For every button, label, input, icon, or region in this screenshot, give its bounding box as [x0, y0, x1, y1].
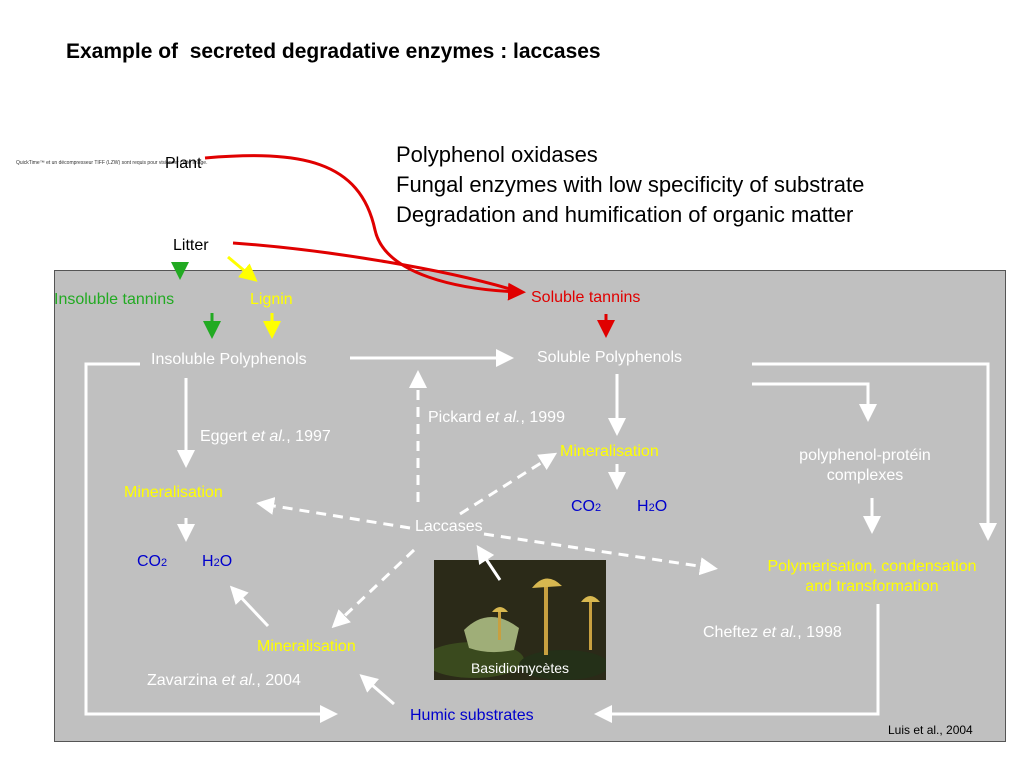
arrow-laccases-to-mineralisation-left: [256, 497, 411, 530]
formula-co2-left: CO2: [137, 553, 168, 570]
arrow-polymerisation-to-humic: [594, 604, 880, 723]
description-line: Fungal enzymes with low specificity of s…: [396, 172, 865, 197]
description-line: Polyphenol oxidases: [396, 142, 598, 167]
arrow-plant-to-soluble-tannins: [204, 154, 526, 301]
node-soluble-tannins: Soluble tannins: [531, 289, 641, 306]
citation-eggert: Eggert et al., 1997: [200, 428, 331, 445]
arrow-litter-to-lignin: [227, 255, 258, 282]
node-plant: Plant: [165, 155, 202, 172]
node-soluble-polyphenols: Soluble Polyphenols: [537, 349, 682, 366]
source-note: Luis et al., 2004: [888, 723, 973, 737]
citation-zavarzina: Zavarzina et al., 2004: [147, 672, 301, 689]
node-mineralisation-bottom: Mineralisation: [257, 638, 356, 655]
node-mineralisation-center: Mineralisation: [560, 443, 659, 460]
arrow-loop-to-humic: [84, 362, 338, 723]
node-humic-substrates: Humic substrates: [410, 707, 534, 724]
page-title: Example of secreted degradative enzymes …: [66, 40, 601, 63]
node-mineralisation-left: Mineralisation: [124, 484, 223, 501]
formula-co2-center: CO2: [571, 498, 602, 515]
description-list: Polyphenol oxidases Fungal enzymes with …: [396, 140, 864, 230]
arrow-soluble-to-complexes: [752, 382, 877, 422]
image-placeholder-text: QuickTime™ et un décompresseur TIFF (LZW…: [16, 160, 208, 166]
formula-h2o-center: H2O: [637, 498, 668, 515]
arrow-humic-to-mineralisation: [359, 674, 395, 706]
basidiomycetes-photo: Basidiomycètes: [434, 560, 606, 680]
arrow-photo-to-laccases: [476, 545, 502, 581]
arrow-soluble-to-polymerisation: [752, 362, 997, 541]
citation-cheftez: Cheftez et al., 1998: [703, 624, 842, 641]
node-insoluble-polyphenols: Insoluble Polyphenols: [151, 351, 307, 368]
node-laccases: Laccases: [415, 518, 483, 535]
citation-pickard: Pickard et al., 1999: [428, 409, 565, 426]
node-insoluble-tannins: Insoluble tannins: [54, 291, 175, 308]
arrow-laccases-to-mineralisation-bottom: [331, 548, 416, 629]
arrow-mineralisation-to-co2-bottom: [229, 585, 270, 628]
node-litter: Litter: [173, 237, 209, 254]
arrow-litter-to-soluble-tannins: [232, 241, 521, 294]
mushroom-illustration: [434, 560, 606, 680]
arrow-laccases-to-polymerisation: [483, 532, 718, 576]
arrow-laccases-to-mineralisation-center: [459, 452, 558, 516]
description-line: Degradation and humification of organic …: [396, 202, 854, 227]
formula-h2o-left: H2O: [202, 553, 233, 570]
node-lignin: Lignin: [250, 291, 293, 308]
photo-caption: Basidiomycètes: [470, 660, 570, 676]
